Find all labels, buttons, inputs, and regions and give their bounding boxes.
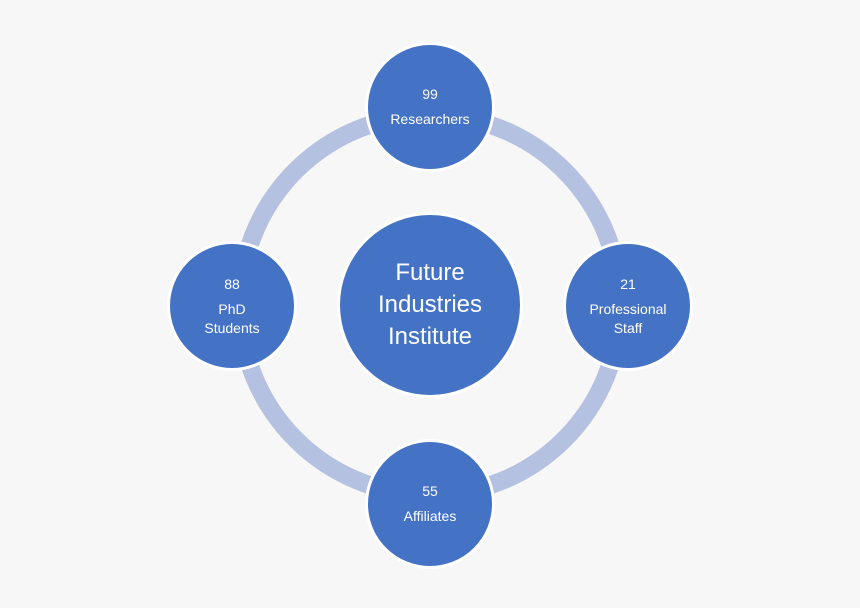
node-phd-students: 88 PhD Students [167, 241, 297, 371]
center-title-line-3: Institute [387, 323, 473, 350]
researchers-count: 99 [422, 86, 438, 102]
phd-students-label-line-1: PhD [218, 300, 246, 317]
affiliates-count: 55 [422, 483, 438, 499]
node-researchers: 99 Researchers [365, 42, 495, 172]
center-node-future-industries-institute: Future Industries Institute [337, 212, 523, 398]
professional-staff-count: 21 [620, 275, 636, 292]
center-title-line-1: Future [395, 259, 465, 286]
professional-staff-label-line-1: Professional [589, 300, 667, 317]
professional-staff-label-line-2: Staff [613, 319, 643, 336]
researchers-label: Researchers [390, 111, 470, 127]
node-affiliates: 55 Affiliates [365, 439, 495, 569]
node-professional-staff: 21 Professional Staff [563, 241, 693, 371]
phd-students-count: 88 [224, 275, 240, 292]
affiliates-label: Affiliates [403, 508, 457, 524]
phd-students-label-line-2: Students [204, 319, 260, 336]
center-title-line-2: Industries [377, 291, 483, 318]
